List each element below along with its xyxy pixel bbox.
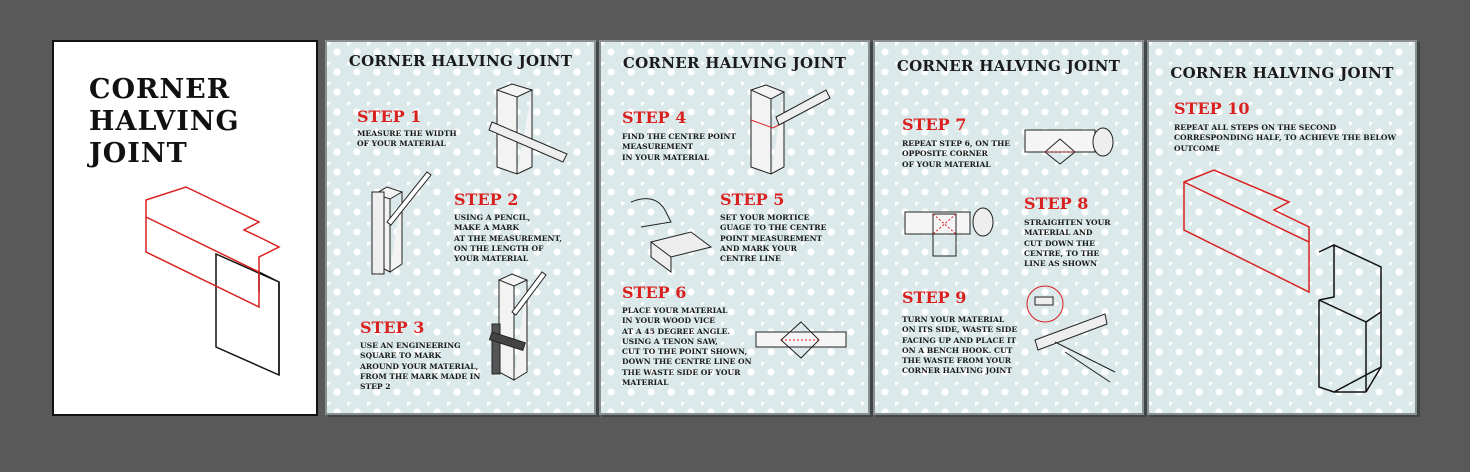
instruction-page-3: CORNER HALVING JOINT STEP 7 REPEAT STEP … bbox=[873, 40, 1144, 415]
step-text: REPEAT ALL STEPS ON THE SECOND CORRESPON… bbox=[1174, 123, 1396, 153]
step-text: FIND THE CENTRE POINT MEASUREMENT IN YOU… bbox=[622, 132, 737, 162]
cover-title-line: JOINT bbox=[89, 138, 188, 169]
step-text: USE AN ENGINEERING SQUARE TO MARK AROUND… bbox=[360, 341, 481, 392]
measure-illustration bbox=[371, 83, 568, 381]
step-heading: STEP 6 bbox=[622, 283, 687, 302]
step-heading: STEP 7 bbox=[902, 115, 967, 134]
step-text: TURN YOUR MATERIAL ON ITS SIDE, WASTE SI… bbox=[902, 315, 1018, 376]
step-heading: STEP 4 bbox=[622, 108, 687, 127]
instruction-page-1: CORNER HALVING JOINT STEP 1 MEASURE THE … bbox=[325, 40, 596, 415]
cover-title-line: HALVING bbox=[89, 106, 240, 137]
saw-illustration bbox=[904, 127, 1116, 383]
cover-page: CORNER HALVING JOINT bbox=[52, 40, 318, 416]
cover-title: CORNER HALVING JOINT bbox=[89, 74, 240, 170]
step-heading: STEP 2 bbox=[454, 190, 519, 209]
page-title: CORNER HALVING JOINT bbox=[622, 54, 847, 72]
joint-illustration bbox=[145, 186, 281, 377]
step-text: MEASURE THE WIDTH OF YOUR MATERIAL bbox=[357, 129, 457, 149]
page-title: CORNER HALVING JOINT bbox=[1170, 64, 1394, 82]
step-text: SET YOUR MORTICE GUAGE TO THE CENTRE POI… bbox=[720, 213, 827, 264]
step-text: PLACE YOUR MATERIAL IN YOUR WOOD VICE AT… bbox=[622, 306, 752, 388]
step-text: USING A PENCIL, MAKE A MARK AT THE MEASU… bbox=[454, 213, 562, 264]
step-heading: STEP 1 bbox=[357, 107, 422, 126]
step-heading: STEP 10 bbox=[1174, 99, 1250, 118]
final-joint-illustration bbox=[1183, 169, 1382, 393]
instruction-page-2: CORNER HALVING JOINT STEP 4 FIND THE CEN… bbox=[599, 40, 870, 415]
centre-point-illustration bbox=[630, 84, 847, 359]
step-heading: STEP 9 bbox=[902, 288, 967, 307]
step-heading: STEP 5 bbox=[720, 190, 785, 209]
instruction-page-4: CORNER HALVING JOINT STEP 10 REPEAT ALL … bbox=[1147, 40, 1417, 415]
step-heading: STEP 3 bbox=[360, 318, 425, 337]
page-title: CORNER HALVING JOINT bbox=[348, 52, 573, 70]
cover-title-line: CORNER bbox=[89, 74, 231, 105]
step-heading: STEP 8 bbox=[1024, 194, 1089, 213]
step-text: REPEAT STEP 6, ON THE OPPOSITE CORNER OF… bbox=[902, 139, 1011, 169]
step-text: STRAIGHTEN YOUR MATERIAL AND CUT DOWN TH… bbox=[1024, 218, 1111, 269]
page-title: CORNER HALVING JOINT bbox=[896, 57, 1121, 75]
